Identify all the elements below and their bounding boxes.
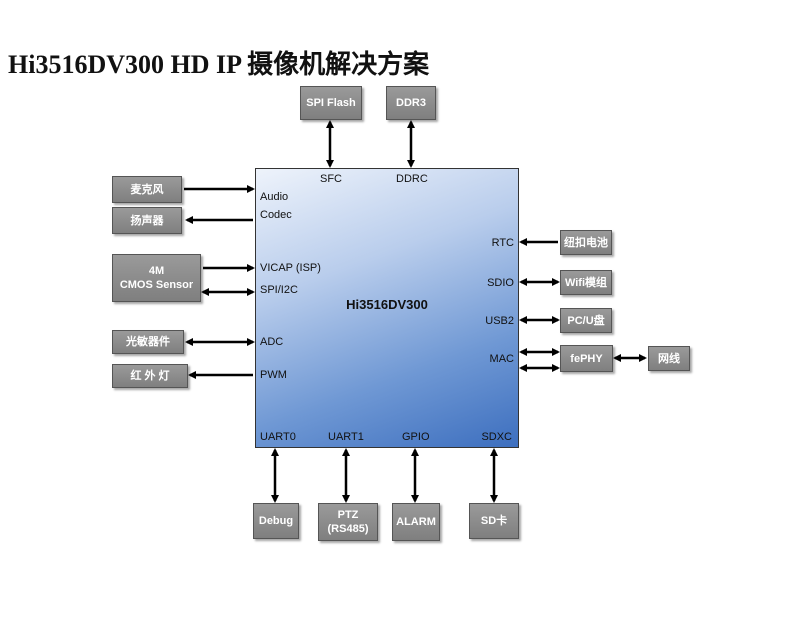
sensor-label-line1: 4M (148, 265, 165, 277)
mic-label: 麦克风 (130, 183, 164, 196)
sd-card-label: SD卡 (480, 515, 508, 527)
if-codec: Codec (260, 209, 292, 221)
if-mac: MAC (489, 353, 514, 365)
if-vicap: VICAP (ISP) (260, 262, 321, 274)
sd-card-box: SD卡 (469, 503, 519, 539)
fephy-box: fePHY (560, 345, 613, 372)
alarm-box: ALARM (392, 503, 440, 541)
debug-label: Debug (258, 515, 294, 527)
speaker-label: 扬声器 (130, 214, 164, 227)
spi-flash-box: SPI Flash (300, 86, 362, 120)
sensor-label-line2: CMOS Sensor (119, 279, 194, 291)
if-gpio: GPIO (402, 431, 430, 443)
battery-label: 纽扣电池 (564, 236, 608, 249)
battery-box: 纽扣电池 (560, 230, 612, 255)
if-sdio: SDIO (487, 277, 514, 289)
cmos-sensor-box: 4M CMOS Sensor (112, 254, 201, 302)
if-uart0: UART0 (260, 431, 296, 443)
if-ddrc: DDRC (396, 173, 428, 185)
soc-block: Hi3516DV300 SFC DDRC Audio Codec VICAP (… (255, 168, 519, 448)
light-sensor-box: 光敏器件 (112, 330, 184, 354)
if-uart1: UART1 (328, 431, 364, 443)
ptz-label-line2: (RS485) (327, 523, 369, 535)
fephy-label: fePHY (570, 352, 603, 365)
if-spi-i2c: SPI/I2C (260, 284, 298, 296)
ir-lamp-label: 红 外 灯 (130, 370, 170, 382)
pc-udisk-box: PC/U盘 (560, 308, 612, 333)
ddr3-label: DDR3 (396, 97, 426, 109)
speaker-box: 扬声器 (112, 207, 182, 234)
mic-box: 麦克风 (112, 176, 182, 203)
if-rtc: RTC (491, 237, 514, 249)
if-pwm: PWM (260, 369, 287, 381)
page-title: Hi3516DV300 HD IP 摄像机解决方案 (8, 50, 430, 79)
soc-name: Hi3516DV300 (346, 297, 428, 312)
if-sdxc: SDXC (481, 431, 512, 443)
if-usb2: USB2 (485, 315, 514, 327)
spi-flash-label: SPI Flash (306, 97, 356, 109)
ddr3-box: DDR3 (386, 86, 436, 120)
ptz-box: PTZ (RS485) (318, 503, 378, 541)
debug-box: Debug (253, 503, 299, 539)
if-audio: Audio (260, 191, 289, 203)
alarm-label: ALARM (396, 516, 436, 528)
light-sensor-label: 光敏器件 (126, 336, 170, 348)
ptz-label-line1: PTZ (337, 509, 359, 521)
network-cable-label: 网线 (658, 352, 680, 365)
network-cable-box: 网线 (648, 346, 690, 371)
wifi-module-box: Wifi模组 (560, 270, 612, 295)
if-sfc: SFC (320, 173, 342, 185)
wifi-module-label: Wifi模组 (564, 276, 608, 289)
if-adc: ADC (260, 336, 284, 348)
ir-lamp-box: 红 外 灯 (112, 364, 188, 388)
pc-udisk-label: PC/U盘 (567, 314, 605, 327)
